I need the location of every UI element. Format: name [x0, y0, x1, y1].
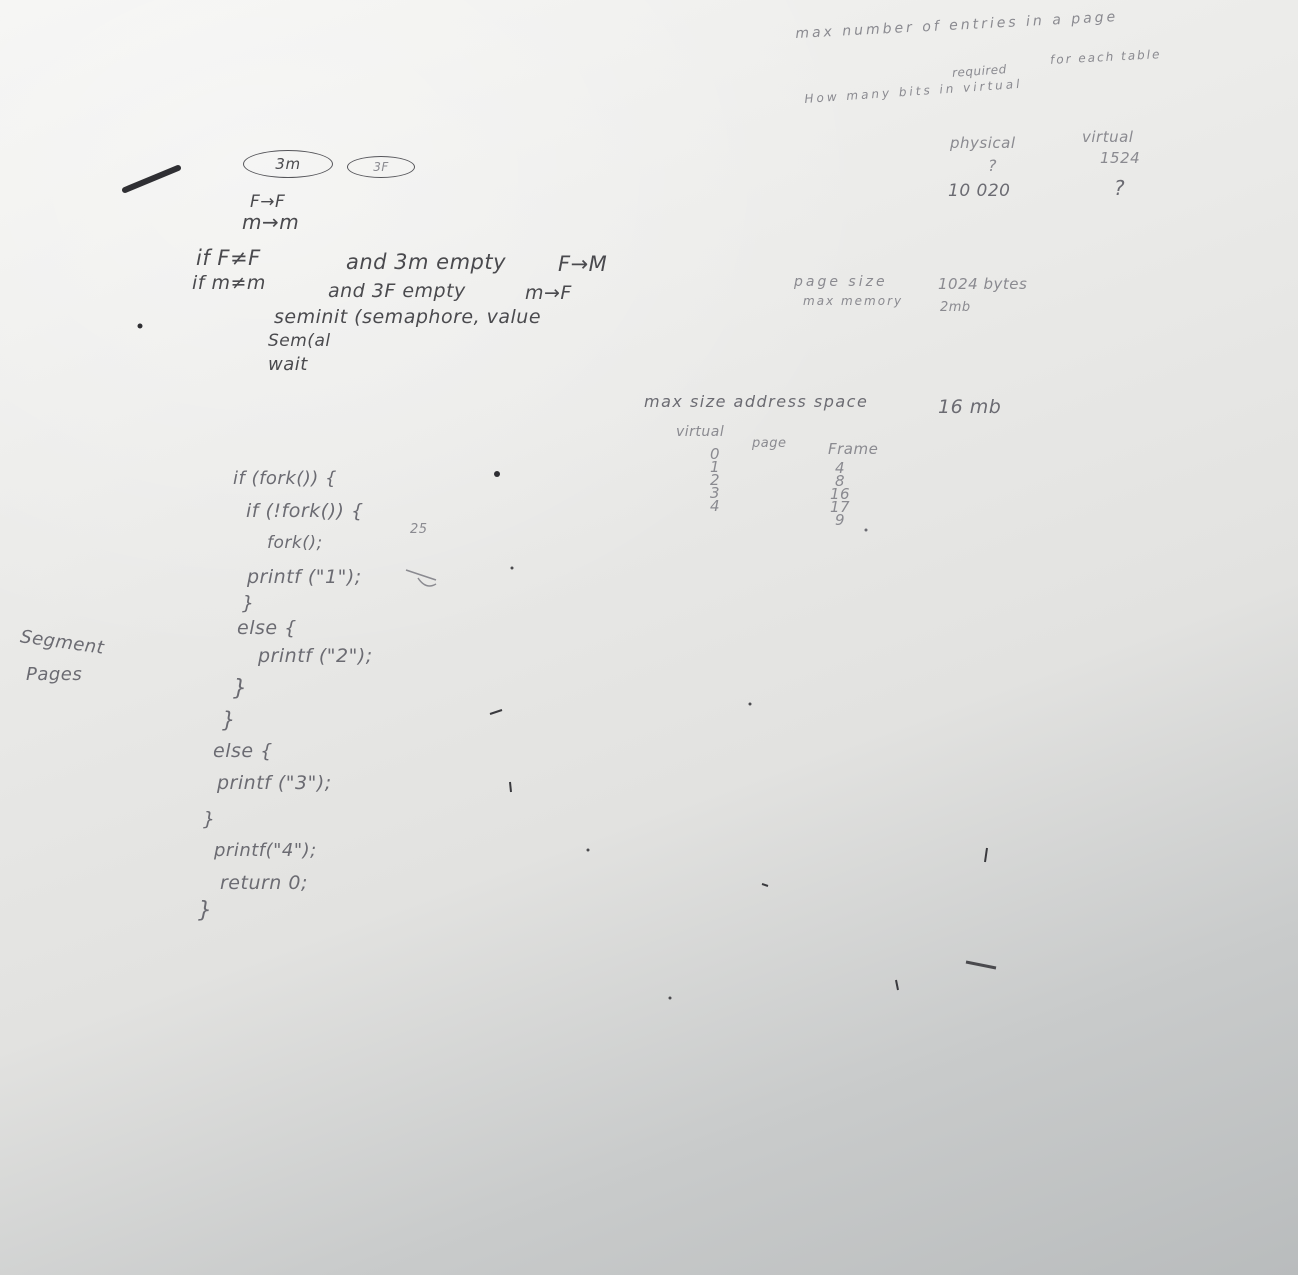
- ink-dash: [489, 709, 503, 715]
- page-number: 1: [710, 458, 721, 476]
- code-line-13: printf("4");: [214, 840, 317, 861]
- code-line-4: printf ("1");: [247, 566, 362, 588]
- semaphore-signal: Sem(al: [268, 331, 331, 351]
- code-line-2: if (!fork()) {: [246, 500, 364, 522]
- frame-number: 16: [830, 485, 851, 503]
- page-number-column: 0 1 2 3 4: [710, 445, 721, 515]
- code-line-6: else {: [237, 617, 297, 639]
- max-memory-label: max memory: [803, 294, 904, 308]
- code-line-14: return 0;: [220, 872, 308, 894]
- ink-scribble: [405, 569, 437, 581]
- semaphore-init: seminit (semaphore, value: [274, 306, 542, 328]
- physical-value: 10 020: [948, 181, 1011, 201]
- max-size-value: 16 mb: [938, 396, 1002, 418]
- frame-number: 4: [835, 459, 846, 477]
- marker-streak: [122, 165, 181, 193]
- page-number: 3: [710, 484, 721, 502]
- rule-f-to-f: F→F: [250, 192, 286, 212]
- frame-number: 8: [835, 472, 846, 490]
- ink-dot: [748, 702, 752, 706]
- max-size-label: max size address space: [644, 392, 869, 411]
- code-line-15: }: [198, 898, 213, 923]
- page-number: 4: [710, 497, 721, 515]
- virtual-value: 1524: [1100, 149, 1141, 167]
- oval-3m-label: 3m: [275, 155, 301, 173]
- oval-3f-label: 3F: [373, 160, 389, 174]
- frame-number: 17: [830, 498, 851, 516]
- rule-3f-empty: and 3F empty: [328, 280, 466, 302]
- rule-if-f: if F≠F: [196, 246, 261, 270]
- frame-number-column: 4 8 16 17 9: [830, 459, 851, 529]
- ink-dash: [984, 847, 988, 863]
- ink-dash: [509, 781, 512, 793]
- page-size-value: 1024 bytes: [938, 275, 1028, 293]
- ink-dot: [137, 323, 143, 329]
- rule-f-to-m: F→M: [558, 252, 608, 276]
- ink-dash: [761, 883, 769, 887]
- page-size-label: page size: [794, 274, 888, 290]
- ink-scribble: [417, 577, 437, 587]
- code-line-2-note: 25: [410, 522, 428, 537]
- code-line-11: printf ("3");: [217, 772, 332, 794]
- ink-dot: [494, 471, 500, 477]
- physical-unknown: ?: [988, 156, 997, 175]
- ink-dot: [510, 566, 514, 570]
- page-number: 2: [710, 471, 721, 489]
- oval-3f: 3F: [347, 156, 415, 178]
- ink-dash: [895, 979, 899, 991]
- column-physical: physical: [950, 134, 1016, 152]
- note-pages: Pages: [26, 664, 83, 685]
- code-line-1: if (fork()) {: [233, 468, 337, 489]
- rule-m-to-f: m→F: [525, 282, 572, 304]
- ink-dash: [965, 960, 997, 970]
- page-number: 0: [710, 445, 721, 463]
- ink-dot: [864, 528, 868, 532]
- code-line-10: else {: [213, 740, 273, 762]
- ink-dot: [586, 848, 590, 852]
- table-header-frame: Frame: [828, 440, 879, 458]
- code-line-12: }: [203, 808, 216, 830]
- code-line-8: }: [233, 676, 248, 701]
- code-line-9: }: [222, 708, 236, 732]
- table-header-virtual: virtual: [676, 424, 725, 440]
- code-line-5: }: [242, 592, 255, 614]
- table-header-page: page: [752, 436, 787, 451]
- max-memory-value: 2mb: [940, 300, 971, 315]
- column-virtual: virtual: [1082, 128, 1134, 146]
- ink-dot: [668, 996, 672, 1000]
- code-line-7: printf ("2");: [258, 645, 373, 667]
- rule-if-m: if m≠m: [192, 272, 266, 294]
- code-line-3: fork();: [267, 533, 323, 553]
- semaphore-wait: wait: [268, 354, 308, 375]
- frame-number: 9: [835, 511, 846, 529]
- virtual-unknown: ?: [1114, 176, 1126, 200]
- oval-3m: 3m: [243, 150, 333, 178]
- rule-3m-empty: and 3m empty: [346, 250, 507, 274]
- rule-m-to-m: m→m: [242, 210, 300, 234]
